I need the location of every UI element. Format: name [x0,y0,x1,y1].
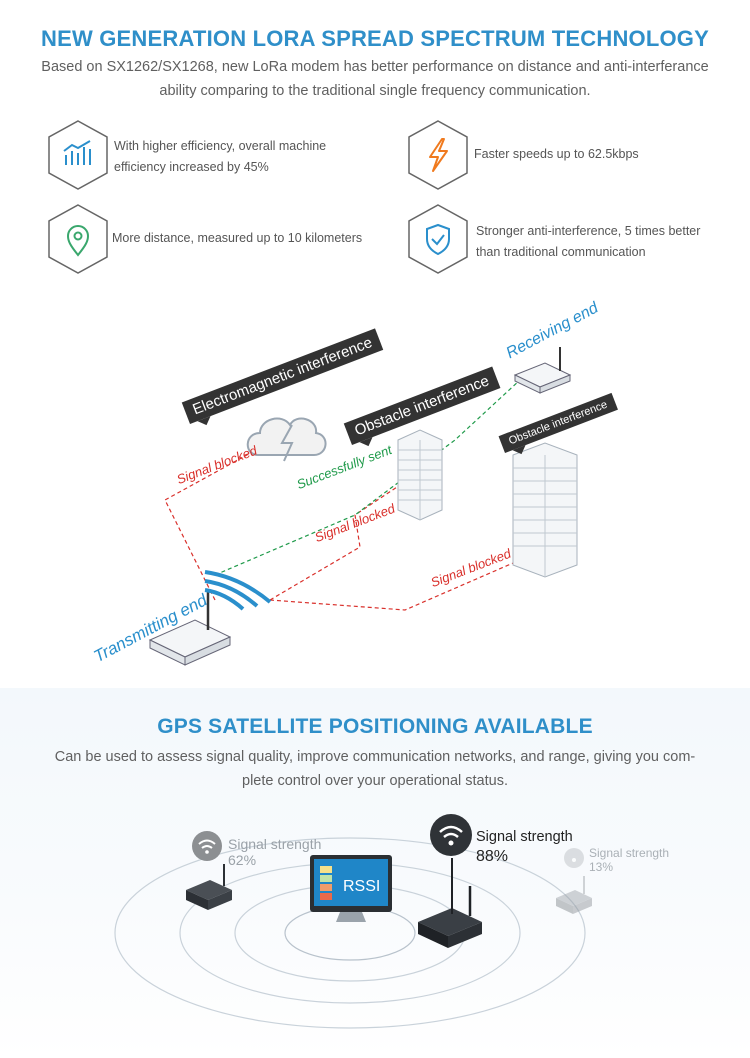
receiving-device [513,347,572,394]
gps-subtitle-line1: Can be used to assess signal quality, im… [54,749,696,765]
transmitting-device [148,570,272,666]
signal-value: 13% [589,860,614,874]
location-pin-icon [48,204,108,274]
signal-value: 62% [228,852,257,868]
feature-efficiency-line1: With higher efficiency, overall machine [114,139,327,153]
feature-efficiency-line2: efficiency increased by 45% [114,160,269,174]
feature-anti-interference: Stronger anti-interference, 5 times bett… [476,221,700,263]
lora-subtitle: Based on SX1262/SX1268, new LoRa modem h… [30,55,720,103]
device-62 [186,831,232,910]
feature-anti-interference-line1: Stronger anti-interference, 5 times bett… [476,224,701,238]
feature-speed-line1: Faster speeds up to 62.5kbps [474,147,639,161]
feature-speed: Faster speeds up to 62.5kbps [474,144,639,165]
lora-subtitle-line1: Based on SX1262/SX1268, new LoRa modem h… [41,59,709,75]
signal-label: Signal strength [476,829,573,845]
rssi-diagram [114,814,592,1029]
device-88 [418,814,482,948]
signal-strength-13: Signal strength 13% [589,846,669,874]
cloud-lightning-icon [246,417,327,462]
lightning-icon [408,120,468,190]
rssi-label: RSSI [343,878,381,895]
feature-distance: More distance, measured up to 10 kilomet… [112,228,362,249]
monitor-icon [310,855,392,922]
diagram-lines [148,347,578,666]
signal-label: Signal strength [589,846,670,860]
gps-section: GPS SATELLITE POSITIONING AVAILABLE Can … [0,688,750,1058]
obstacle-building-2 [512,442,578,578]
lora-diagram: Electromagnetic interference Obstacle in… [0,285,750,685]
lora-subtitle-line2: ability comparing to the traditional sin… [159,83,591,99]
chart-icon [48,120,108,190]
feature-distance-line1: More distance, measured up to 10 kilomet… [112,231,363,245]
gps-subtitle-line2: plete control over your operational stat… [242,773,508,789]
obstacle-building-1 [397,429,443,521]
lora-title: NEW GENERATION LORA SPREAD SPECTRUM TECH… [41,26,709,51]
gps-subtitle: Can be used to assess signal quality, im… [40,745,710,793]
signal-label: Signal strength [228,836,322,852]
feature-anti-interference-line2: than traditional communication [476,245,646,259]
gps-title: GPS SATELLITE POSITIONING AVAILABLE [157,715,593,738]
signal-value: 88% [476,848,509,865]
signal-strength-62: Signal strength 62% [228,836,321,868]
device-13 [556,848,592,914]
signal-strength-88: Signal strength 88% [476,828,573,866]
shield-check-icon [408,204,468,274]
feature-efficiency: With higher efficiency, overall machine … [114,136,326,178]
